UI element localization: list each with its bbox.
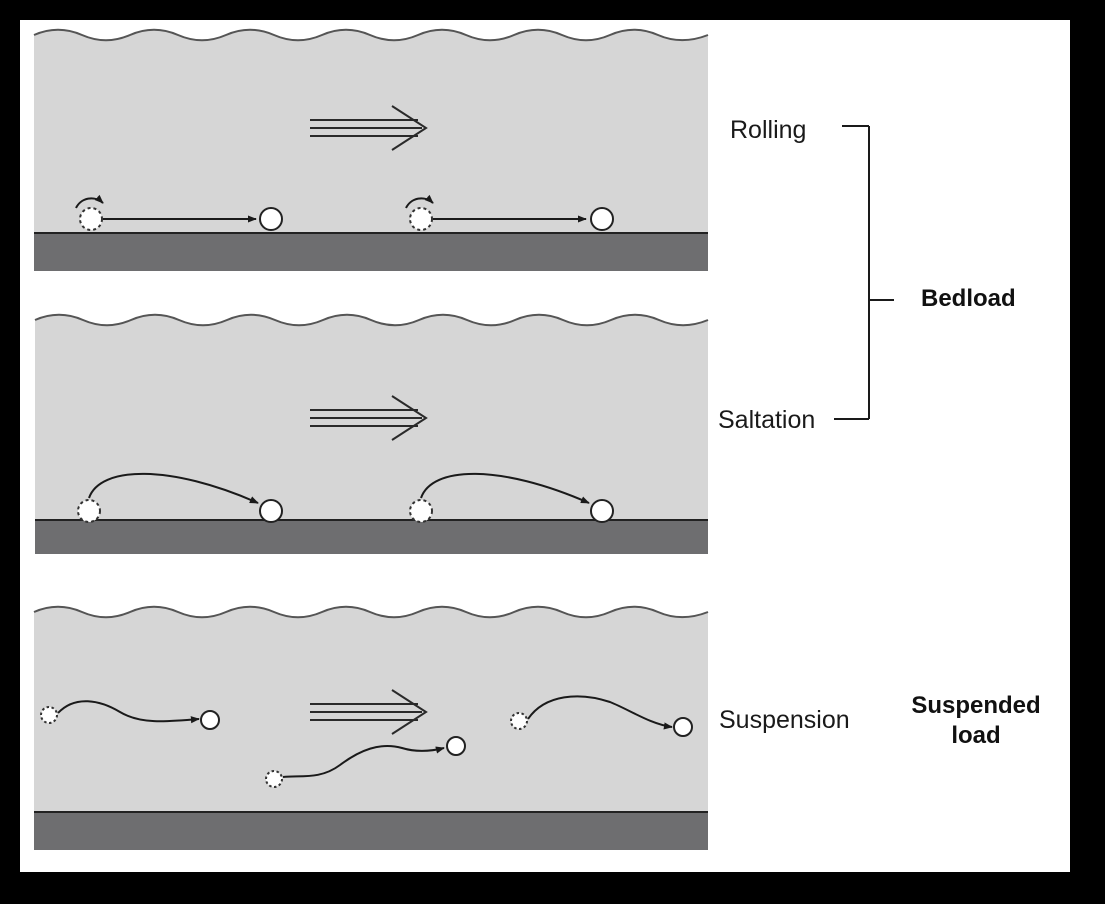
particle-start [409, 207, 433, 231]
hop-arrow [420, 472, 590, 504]
panel-suspension [33, 605, 709, 850]
suspension-particle-path-1 [40, 700, 220, 730]
water-surface-line [34, 313, 709, 327]
hop-arrow [88, 472, 259, 504]
particle-start [409, 499, 433, 523]
bedload-bracket [834, 125, 894, 420]
label-suspension: Suspension [719, 706, 850, 734]
particle-end [673, 717, 693, 737]
group-label-suspended-line2: load [951, 722, 1001, 749]
particle-end [259, 499, 283, 523]
label-saltation: Saltation [718, 406, 816, 434]
particle-end [590, 207, 614, 231]
particle-start [77, 499, 101, 523]
suspension-particle-path-3 [510, 695, 693, 737]
flow-direction-arrow [310, 105, 428, 151]
rotation-arrow [405, 194, 434, 209]
particle-end [200, 710, 220, 730]
group-label-suspended-line1: Suspended [911, 692, 1041, 719]
particle-start [510, 712, 528, 730]
rotation-arrow [75, 194, 104, 209]
flow-direction-arrow [310, 395, 428, 441]
water-surface-line [33, 605, 709, 619]
flow-direction-arrow [310, 689, 428, 735]
river-bed [35, 520, 708, 554]
drift-arrow [282, 744, 445, 778]
particle-start [40, 706, 58, 724]
particle-start [79, 207, 103, 231]
river-bed [34, 812, 708, 850]
water-body [34, 606, 708, 812]
particle-end [590, 499, 614, 523]
label-rolling: Rolling [730, 116, 807, 144]
rolling-particle-path-1 [75, 194, 283, 231]
particle-start [265, 770, 283, 788]
river-bed [34, 233, 708, 271]
water-surface-line [33, 28, 709, 42]
drift-arrow [57, 700, 200, 724]
panel-saltation [34, 313, 709, 554]
drift-arrow [527, 695, 673, 730]
particle-end [259, 207, 283, 231]
group-label-bedload: Bedload [921, 285, 1016, 312]
panel-rolling [33, 28, 709, 271]
saltation-particle-path-1 [77, 472, 283, 523]
saltation-particle-path-2 [409, 472, 614, 523]
water-body [34, 29, 708, 233]
particle-end [446, 736, 466, 756]
rolling-particle-path-2 [405, 194, 614, 231]
suspension-particle-path-2 [265, 736, 466, 788]
